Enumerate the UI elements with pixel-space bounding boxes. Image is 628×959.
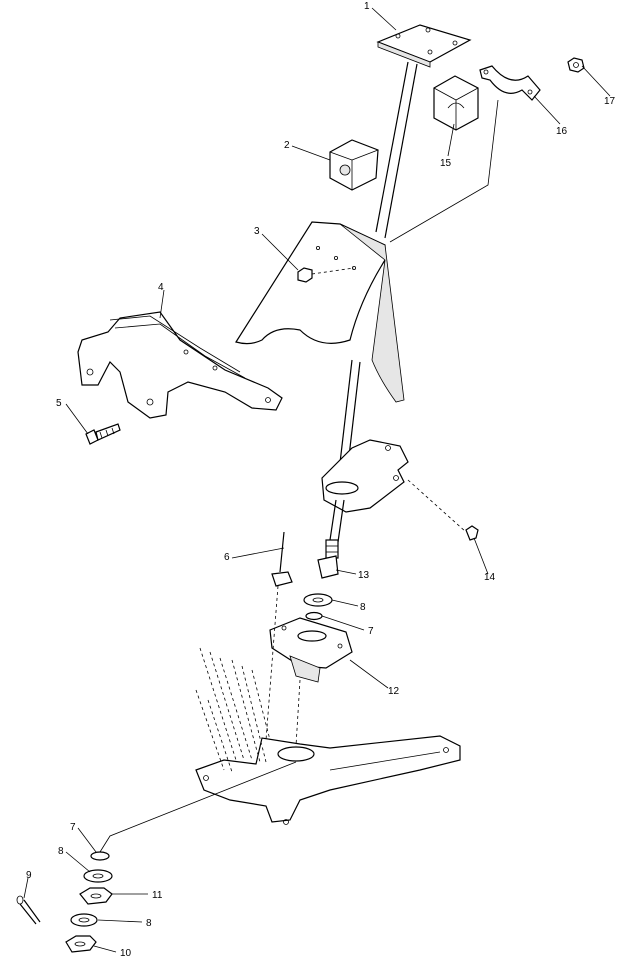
- frame-section: [195, 585, 461, 825]
- part-10-nut: [65, 935, 97, 953]
- part-14-screw: [407, 479, 479, 541]
- callout-4: 4: [158, 282, 164, 293]
- part-7-oring-upper: [305, 611, 323, 621]
- callout-7-upper: 7: [368, 626, 374, 637]
- part-8-washer-lower: [70, 913, 98, 927]
- part-16-u-clamp: [479, 65, 541, 101]
- callout-8-middle: 8: [58, 846, 64, 857]
- part-1-steering-post: [337, 24, 472, 483]
- callout-3: 3: [254, 226, 260, 237]
- callout-11: 11: [152, 890, 163, 901]
- callout-9: 9: [26, 870, 32, 881]
- part-11-castle-nut: [79, 887, 113, 905]
- part-3-screw: [297, 267, 355, 283]
- part-12-bearing-block: [269, 617, 353, 683]
- callout-10: 10: [120, 948, 132, 959]
- part-5-bolt: [85, 423, 121, 445]
- callout-8-upper: 8: [360, 602, 366, 613]
- callout-16: 16: [556, 126, 568, 137]
- callout-13: 13: [358, 570, 370, 581]
- part-15-split-block: [433, 75, 479, 131]
- part-4-bracket: [77, 311, 283, 419]
- callout-8-lower: 8: [146, 918, 152, 929]
- dash-panel-section: [235, 221, 405, 403]
- part-17-nut: [567, 57, 585, 73]
- part-7-oring-lower: [90, 851, 110, 861]
- callout-1: 1: [364, 1, 370, 12]
- part-9-cotter-pin: [16, 895, 41, 925]
- callout-12: 12: [388, 686, 400, 697]
- part-6-clip: [271, 531, 293, 587]
- lower-shaft-bracket: [321, 439, 409, 543]
- part-2-bushing: [329, 139, 379, 191]
- part-8-washer-upper: [303, 593, 333, 607]
- callout-14: 14: [484, 572, 496, 583]
- callout-17: 17: [604, 96, 616, 107]
- callout-6: 6: [224, 552, 230, 563]
- callout-7-lower: 7: [70, 822, 76, 833]
- callout-15: 15: [440, 158, 452, 169]
- callout-labels: 1 2 3 4 5 6 7 7 8 8 8 9 10 11 12 13 14 1…: [26, 1, 616, 959]
- callout-2: 2: [284, 140, 290, 151]
- part-13-spline-end: [317, 539, 339, 579]
- callout-leaders: [23, 7, 611, 953]
- part-8-washer-middle: [83, 869, 113, 883]
- callout-5: 5: [56, 398, 62, 409]
